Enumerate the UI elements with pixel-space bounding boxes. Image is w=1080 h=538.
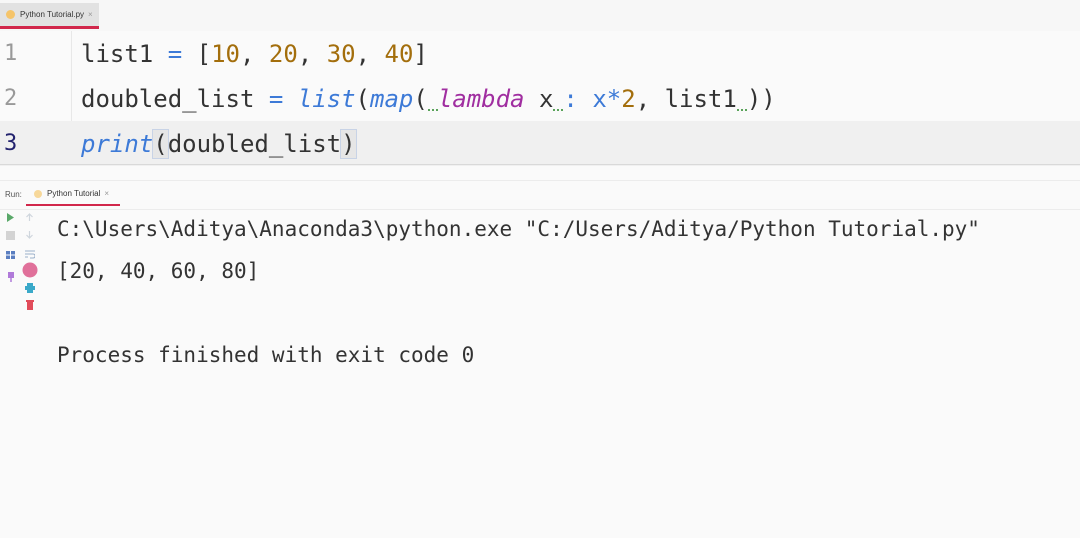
code-line-1[interactable]: 1 list1 = [10, 20, 30, 40] xyxy=(0,31,1080,76)
inspection-hint-icon xyxy=(736,103,747,111)
stop-icon[interactable] xyxy=(6,231,15,240)
code-text: list1 = [10, 20, 30, 40] xyxy=(81,39,428,68)
python-run-config-icon xyxy=(34,189,42,198)
console-output-line: [20, 40, 60, 80] xyxy=(57,259,260,283)
run-label: Run: xyxy=(5,190,22,199)
inspection-hint-icon xyxy=(553,103,564,111)
up-arrow-icon[interactable] xyxy=(25,213,34,222)
tab-label: Python Tutorial.py xyxy=(20,10,85,19)
close-icon[interactable]: × xyxy=(104,189,110,198)
code-editor[interactable]: 1 list1 = [10, 20, 30, 40] 2 doubled_lis… xyxy=(0,31,1080,166)
trash-icon[interactable] xyxy=(26,300,34,310)
layout-icon[interactable] xyxy=(6,251,15,259)
line-number: 2 xyxy=(4,86,18,111)
run-tool-window-header: Run: Python Tutorial × xyxy=(0,180,1080,210)
editor-tab-bar: Python Tutorial.py × xyxy=(0,0,1080,31)
pin-icon[interactable] xyxy=(7,272,15,282)
python-file-icon xyxy=(6,10,15,19)
code-text: print(doubled_list) xyxy=(81,128,357,159)
run-tab-label: Python Tutorial xyxy=(47,189,101,198)
code-line-3[interactable]: 3 print(doubled_list) xyxy=(0,121,1080,166)
soft-wrap-icon[interactable] xyxy=(25,249,35,259)
line-number: 3 xyxy=(4,131,18,156)
inspection-hint-icon xyxy=(427,103,438,111)
panel-divider[interactable] xyxy=(0,164,1080,165)
run-toolbar xyxy=(0,208,42,318)
run-tab-python-tutorial[interactable]: Python Tutorial × xyxy=(26,183,120,206)
record-icon[interactable] xyxy=(22,262,38,278)
editor-tab-python-tutorial[interactable]: Python Tutorial.py × xyxy=(0,3,99,29)
console-output[interactable]: C:\Users\Aditya\Anaconda3\python.exe "C:… xyxy=(57,212,980,380)
close-icon[interactable]: × xyxy=(88,10,93,19)
code-line-2[interactable]: 2 doubled_list = list(map(lambda x: x*2,… xyxy=(0,76,1080,121)
line-number: 1 xyxy=(4,41,18,66)
down-arrow-icon[interactable] xyxy=(25,231,34,240)
gutter-divider xyxy=(71,31,72,165)
console-blank-line xyxy=(57,296,980,338)
console-command-line: C:\Users\Aditya\Anaconda3\python.exe "C:… xyxy=(57,217,980,241)
console-exit-status: Process finished with exit code 0 xyxy=(57,343,475,367)
run-icon[interactable] xyxy=(6,213,15,222)
print-icon[interactable] xyxy=(25,283,35,293)
code-text: doubled_list = list(map(lambda x: x*2, l… xyxy=(81,84,776,113)
